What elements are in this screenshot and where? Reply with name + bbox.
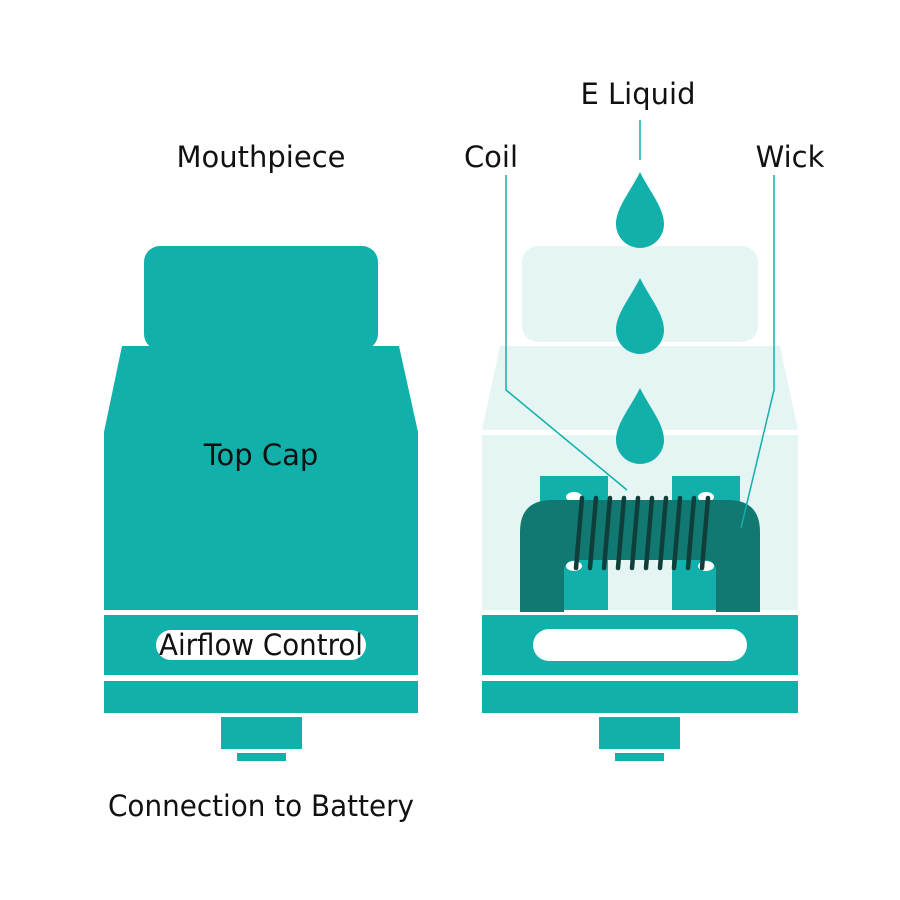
connection-to-battery-label: Connection to Battery: [108, 789, 414, 823]
left-post-hole-top: [566, 492, 582, 502]
coil-wrap: [643, 495, 655, 571]
coil-wraps: [573, 495, 711, 571]
e-liquid-drop: [616, 388, 664, 464]
wick-leader: [740, 175, 775, 529]
airflow-slot-internal: [533, 629, 747, 661]
coil-wrap: [629, 495, 641, 571]
leader-lines: [505, 120, 775, 529]
coil-wrap: [601, 495, 613, 571]
top-cap-shape: [104, 346, 418, 610]
e-liquid-drop: [616, 172, 664, 248]
mouthpiece-label: Mouthpiece: [177, 140, 346, 174]
mouthpiece-shape: [144, 246, 378, 350]
connector-pin-internal: [599, 717, 680, 749]
e-liquid-label: E Liquid: [580, 77, 695, 111]
coil-wrap: [587, 495, 599, 571]
base-ring-shape: [104, 681, 418, 713]
internal-atomizer: [482, 172, 798, 761]
coil-wrap: [685, 495, 697, 571]
coil-label: Coil: [464, 140, 518, 174]
base-ring-internal: [482, 681, 798, 713]
airflow-window: [156, 630, 366, 660]
connector-tip-internal: [615, 753, 664, 761]
coil-wrap: [657, 495, 669, 571]
top-cap-label: Top Cap: [203, 438, 319, 472]
exterior-atomizer: [104, 246, 418, 761]
airflow-control-label: Airflow Control: [159, 628, 363, 662]
wick-label: Wick: [756, 140, 825, 174]
coil-leader: [505, 175, 628, 491]
coil-wrap: [615, 495, 627, 571]
coil-wrap: [699, 495, 711, 571]
coil-wrap: [573, 495, 585, 571]
coil-wrap: [671, 495, 683, 571]
connector-tip-shape: [237, 753, 286, 761]
e-liquid-drop: [616, 278, 664, 354]
connector-pin-shape: [221, 717, 302, 749]
